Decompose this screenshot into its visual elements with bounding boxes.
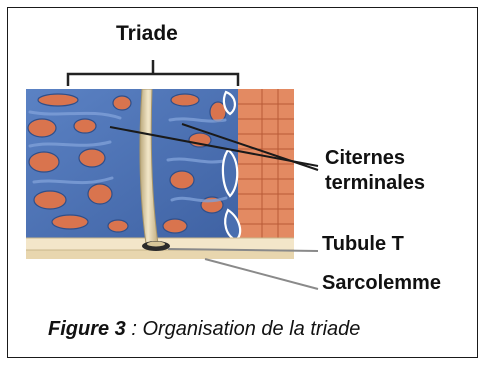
triade-label: Triade <box>116 22 178 46</box>
sarcoplasmic-reticulum <box>26 89 238 238</box>
triade-bracket <box>68 60 238 86</box>
figure-number: Figure 3 <box>48 318 126 340</box>
t-tubule-label: Tubule T <box>322 233 404 256</box>
terminal-cisterns-label: Citernes terminales <box>325 146 425 196</box>
myofibril-grid <box>236 89 294 239</box>
figure-caption: Figure 3 : Organisation de la triade <box>48 318 360 341</box>
terminal-cisterns-label-line2: terminales <box>325 171 425 196</box>
terminal-cisterns-label-line1: Citernes <box>325 146 425 171</box>
figure-caption-text: : Organisation de la triade <box>126 318 361 340</box>
sarcolemma-label: Sarcolemme <box>322 272 441 295</box>
